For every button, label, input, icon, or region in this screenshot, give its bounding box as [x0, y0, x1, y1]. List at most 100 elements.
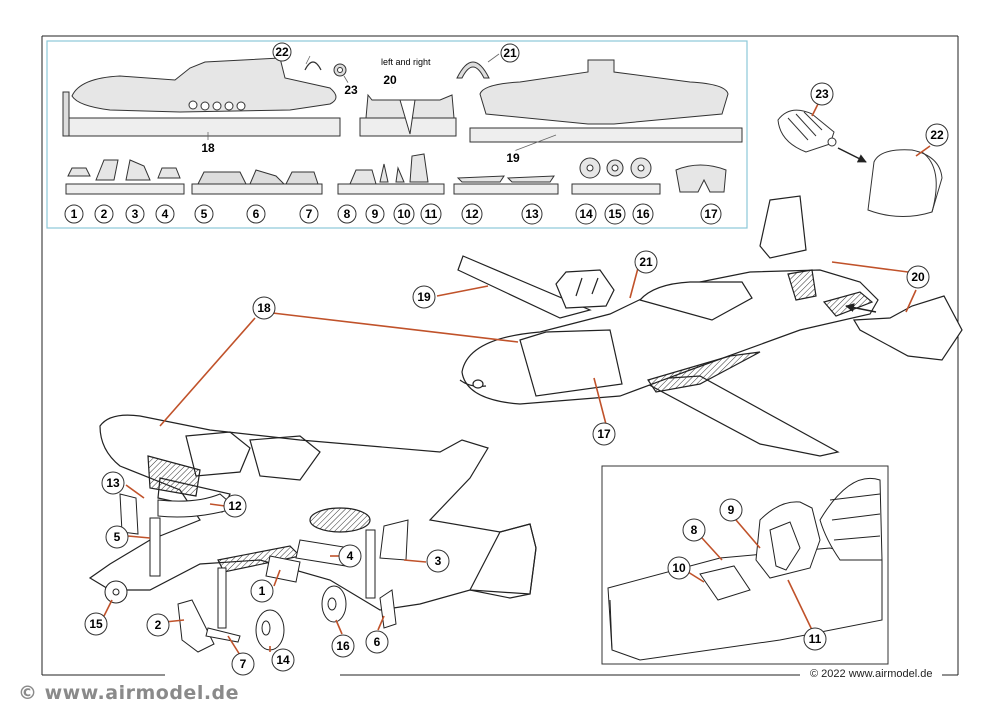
- svg-text:6: 6: [374, 635, 381, 649]
- copyright-text: © 2022 www.airmodel.de: [810, 668, 933, 680]
- svg-text:19: 19: [417, 290, 431, 304]
- svg-text:16: 16: [636, 207, 650, 221]
- callout-u-2: 2: [146, 613, 170, 637]
- parts-row-1-4: [65, 159, 185, 195]
- svg-text:21: 21: [503, 46, 517, 60]
- svg-text:4: 4: [347, 549, 354, 563]
- callout-20-panel: 20: [382, 72, 398, 88]
- callout-u-13: 13: [101, 471, 125, 495]
- callout-8: 8: [337, 204, 357, 224]
- parts-row-12-13: [453, 175, 559, 195]
- callout-6: 6: [246, 204, 266, 224]
- panel-leaders: [207, 53, 557, 152]
- callout-c-10: 10: [667, 556, 691, 580]
- part-21-cowl: [456, 61, 490, 79]
- svg-text:7: 7: [240, 657, 247, 671]
- svg-text:23: 23: [344, 83, 358, 97]
- callout-d-23: 23: [810, 82, 834, 106]
- callout-10: 10: [393, 203, 415, 225]
- part-20-tail: [359, 93, 457, 137]
- callout-t-21: 21: [634, 250, 658, 274]
- svg-text:1: 1: [71, 207, 78, 221]
- callout-u-1: 1: [250, 579, 274, 603]
- callout-u-3: 3: [426, 549, 450, 573]
- svg-text:14: 14: [276, 653, 290, 667]
- svg-text:15: 15: [608, 207, 622, 221]
- svg-text:23: 23: [815, 87, 829, 101]
- callout-u-5: 5: [105, 525, 129, 549]
- callout-4: 4: [155, 204, 175, 224]
- svg-text:3: 3: [132, 207, 139, 221]
- svg-text:22: 22: [930, 128, 944, 142]
- svg-text:8: 8: [691, 523, 698, 537]
- svg-text:17: 17: [704, 207, 718, 221]
- callout-15: 15: [604, 203, 626, 225]
- callout-9: 9: [365, 204, 385, 224]
- callout-3: 3: [125, 204, 145, 224]
- svg-text:6: 6: [253, 207, 260, 221]
- callout-t-20: 20: [906, 265, 930, 289]
- callout-c-8: 8: [682, 518, 706, 542]
- callout-t-19: 19: [412, 285, 436, 309]
- svg-text:12: 12: [228, 499, 242, 513]
- part-23-nozzle: [333, 63, 347, 77]
- svg-text:20: 20: [383, 73, 397, 87]
- callout-u-15: 15: [84, 612, 108, 636]
- svg-text:13: 13: [525, 207, 539, 221]
- svg-text:15: 15: [89, 617, 103, 631]
- svg-text:20: 20: [911, 270, 925, 284]
- callout-u-6: 6: [365, 630, 389, 654]
- callout-17: 17: [700, 203, 722, 225]
- callout-u-16: 16: [331, 634, 355, 658]
- callout-u-18: 18: [252, 296, 276, 320]
- callout-u-14: 14: [271, 648, 295, 672]
- svg-text:18: 18: [201, 141, 215, 155]
- svg-text:1: 1: [259, 584, 266, 598]
- callout-13: 13: [521, 203, 543, 225]
- callouts: 18 19 20 21 22 23 1 2 3 4 5 6 7 8 9 10 1…: [64, 42, 949, 676]
- callout-12: 12: [461, 203, 483, 225]
- callout-u-7: 7: [231, 652, 255, 676]
- part-17-canopy-piece: [675, 164, 727, 193]
- page-frame: [41, 35, 959, 676]
- part-22-ring: [304, 61, 322, 71]
- svg-text:7: 7: [306, 207, 313, 221]
- parts-row-5-7: [191, 169, 323, 195]
- svg-text:17: 17: [597, 427, 611, 441]
- callout-1: 1: [64, 204, 84, 224]
- callout-t-17: 17: [592, 422, 616, 446]
- detail-cowl-22: [867, 149, 943, 218]
- svg-text:14: 14: [579, 207, 593, 221]
- parts-row-wheels: [571, 157, 661, 195]
- svg-text:21: 21: [639, 255, 653, 269]
- callout-c-11: 11: [803, 627, 827, 651]
- callout-7: 7: [299, 204, 319, 224]
- callout-2: 2: [94, 204, 114, 224]
- svg-text:11: 11: [425, 207, 438, 221]
- underside-parts: [104, 493, 409, 653]
- svg-text:5: 5: [201, 207, 208, 221]
- svg-text:5: 5: [114, 530, 121, 544]
- callout-22-panel: 22: [272, 42, 292, 62]
- callout-c-9: 9: [719, 498, 743, 522]
- callout-19-panel: 19: [505, 150, 521, 166]
- callout-u-12: 12: [223, 494, 247, 518]
- svg-text:10: 10: [672, 561, 686, 575]
- tail-arrow: [845, 303, 877, 313]
- callout-d-22: 22: [925, 123, 949, 147]
- svg-text:9: 9: [728, 503, 735, 517]
- left-and-right-note: left and right: [381, 57, 431, 67]
- callout-21-panel: 21: [500, 43, 520, 63]
- leader-lines: [103, 103, 931, 656]
- part-18-fuselage: [62, 57, 341, 137]
- svg-text:13: 13: [106, 476, 120, 490]
- callout-11: 11: [420, 203, 442, 225]
- svg-text:10: 10: [397, 207, 411, 221]
- callout-5: 5: [194, 204, 214, 224]
- aircraft-underside: [88, 414, 537, 611]
- parts-row-8-11: [337, 153, 445, 195]
- svg-text:16: 16: [336, 639, 350, 653]
- svg-text:12: 12: [465, 207, 479, 221]
- svg-text:2: 2: [155, 618, 162, 632]
